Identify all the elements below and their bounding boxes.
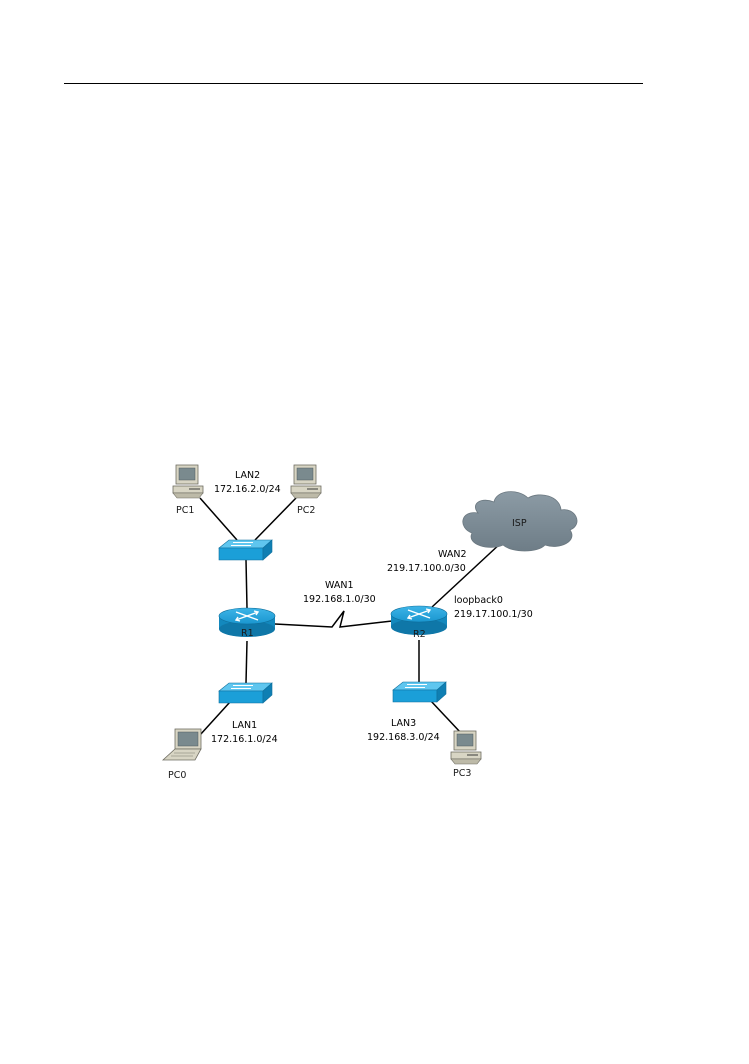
link-switch2-r1 — [245, 559, 248, 609]
lan3-name-label: LAN3 — [391, 718, 416, 729]
link-pc2-switch2 — [254, 497, 297, 541]
wan2-subnet-label: 219.17.100.0/30 — [387, 563, 466, 574]
link-pc1-switch2 — [199, 497, 238, 541]
lan3-subnet-label: 192.168.3.0/24 — [367, 732, 440, 743]
links — [199, 497, 503, 736]
wan2-name-label: WAN2 — [438, 549, 467, 560]
loopback-name-label: loopback0 — [454, 595, 503, 606]
pc2-desktop-icon — [290, 464, 322, 499]
lan2-name-label: LAN2 — [235, 470, 260, 481]
loopback-address-label: 219.17.100.1/30 — [454, 609, 533, 620]
switch-lan2-icon — [218, 539, 273, 561]
link-r1-switch1 — [245, 640, 248, 684]
router-r1-icon — [218, 607, 276, 637]
switch-lan1-icon — [218, 682, 273, 704]
pc3-label: PC3 — [453, 768, 471, 779]
link-wan1-serial — [274, 610, 393, 628]
lan1-name-label: LAN1 — [232, 720, 257, 731]
switch-lan3-icon — [392, 681, 447, 703]
pc1-desktop-icon — [172, 464, 204, 499]
pc1-label: PC1 — [176, 505, 194, 516]
pc3-desktop-icon — [450, 730, 482, 765]
link-switch3-pc3 — [429, 699, 462, 734]
router-r2-icon — [390, 605, 448, 635]
pc0-label: PC0 — [168, 770, 186, 781]
link-switch1-pc0 — [199, 701, 231, 736]
lan1-subnet-label: 172.16.1.0/24 — [211, 734, 278, 745]
isp-cloud-icon — [462, 491, 578, 552]
isp-label: ISP — [512, 518, 527, 529]
router-r2-label: R2 — [413, 629, 426, 640]
lan2-subnet-label: 172.16.2.0/24 — [214, 484, 281, 495]
header-rule — [64, 83, 643, 84]
pc0-laptop-icon — [161, 728, 202, 761]
router-r1-label: R1 — [241, 628, 254, 639]
pc2-label: PC2 — [297, 505, 315, 516]
wan1-subnet-label: 192.168.1.0/30 — [303, 594, 376, 605]
link-r2-cloud — [431, 541, 503, 608]
wan1-name-label: WAN1 — [325, 580, 354, 591]
